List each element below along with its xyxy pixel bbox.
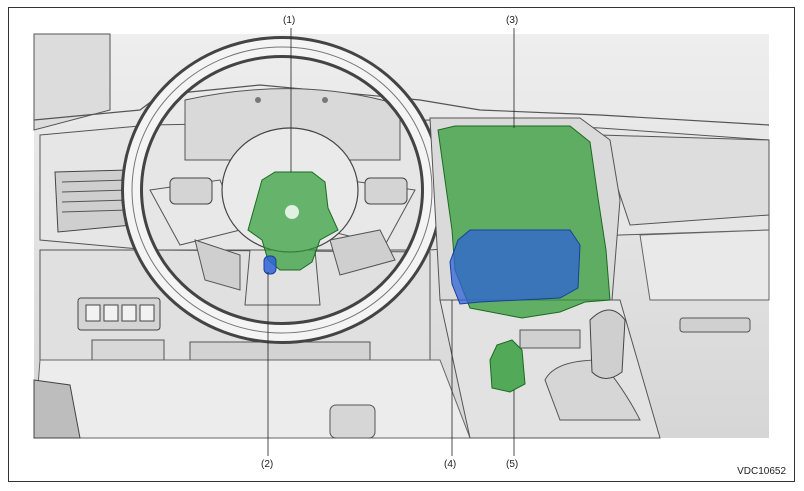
highlight-component-2 bbox=[263, 255, 277, 275]
callout-1: (1) bbox=[283, 15, 296, 26]
highlight-component-1 bbox=[247, 171, 339, 271]
console-switches bbox=[519, 329, 581, 349]
passenger-lower-dash bbox=[639, 229, 770, 301]
door-speaker bbox=[33, 379, 81, 439]
switch-panel bbox=[77, 297, 161, 331]
gear-shifter bbox=[589, 309, 626, 379]
figure-id: VDC10652 bbox=[737, 466, 786, 477]
callout-3: (3) bbox=[506, 15, 519, 26]
a-pillar bbox=[33, 33, 111, 131]
glovebox-handle bbox=[679, 317, 751, 333]
driver-footwell bbox=[33, 359, 471, 439]
callout-5: (5) bbox=[506, 459, 519, 470]
column-stalk-left bbox=[194, 239, 241, 291]
left-air-vent bbox=[54, 169, 133, 233]
column-stalk-right bbox=[329, 229, 396, 276]
highlight-component-5 bbox=[489, 339, 526, 393]
passenger-dash-trim bbox=[599, 134, 770, 226]
highlight-component-4 bbox=[449, 229, 581, 305]
callout-4: (4) bbox=[444, 459, 457, 470]
callout-2: (2) bbox=[261, 459, 274, 470]
pedal bbox=[329, 404, 376, 439]
leader-lines bbox=[267, 28, 515, 456]
